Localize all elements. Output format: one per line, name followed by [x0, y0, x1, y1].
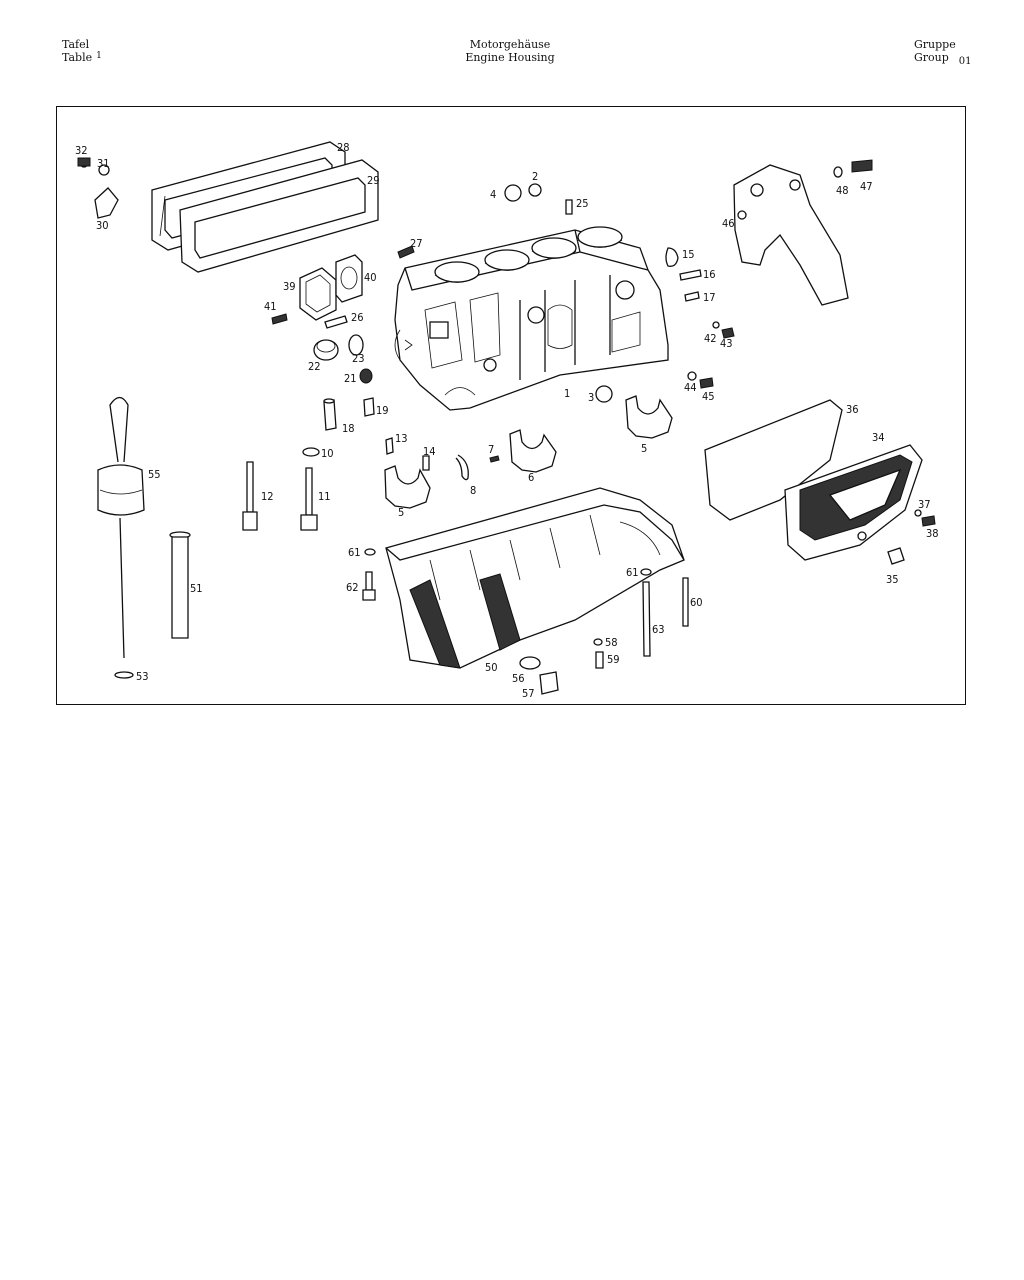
- callout-label: 7: [488, 443, 494, 456]
- callout-label: 48: [836, 184, 849, 197]
- callout-label: 35: [886, 573, 899, 586]
- callout-label: 5: [641, 442, 647, 455]
- callout-label: 61: [348, 546, 361, 559]
- callout-label: 13: [395, 432, 408, 445]
- callout-label: 23: [352, 352, 365, 365]
- dowel-pins: [323, 397, 375, 431]
- callout-label: 44: [684, 381, 697, 394]
- callout-label: 5: [398, 506, 404, 519]
- bracket-part: [77, 157, 119, 219]
- callout-label: 19: [376, 404, 389, 417]
- callout-label: 18: [342, 422, 355, 435]
- callout-label: 42: [704, 332, 717, 345]
- table-label-en: Table: [62, 51, 93, 64]
- dipstick-tube: [169, 531, 191, 639]
- end-plate-part: [733, 159, 873, 306]
- callout-label: 47: [860, 180, 873, 193]
- callout-label: 63: [652, 623, 665, 636]
- callout-label: 31: [97, 157, 110, 170]
- group-label-en: Group: [914, 51, 949, 64]
- callout-label: 26: [351, 311, 364, 324]
- callout-label: 40: [364, 271, 377, 284]
- callout-label: 34: [872, 431, 885, 444]
- callout-label: 37: [918, 498, 931, 511]
- callout-label: 4: [490, 188, 496, 201]
- callout-label: 16: [703, 268, 716, 281]
- callout-label: 57: [522, 687, 535, 700]
- callout-label: 14: [423, 445, 436, 458]
- oil-pan-part: [385, 487, 685, 669]
- callout-label: 58: [605, 636, 618, 649]
- callout-label: 45: [702, 390, 715, 403]
- callout-label: 3: [588, 391, 594, 404]
- group-number-header: Gruppe Group 01: [914, 38, 972, 67]
- callout-label: 46: [722, 217, 735, 230]
- cover-fittings: [887, 509, 936, 565]
- core-plugs: [504, 183, 613, 403]
- callout-label: 6: [528, 471, 534, 484]
- callout-label: 8: [470, 484, 476, 497]
- callout-labels: 1 2 3 4 5 5 6 7 8 10 11 12 13 14 15 16 1…: [75, 141, 939, 700]
- callout-label: 28: [337, 141, 350, 154]
- callout-label: 59: [607, 653, 620, 666]
- callout-label: 21: [344, 372, 357, 385]
- callout-label: 38: [926, 527, 939, 540]
- group-label-de: Gruppe: [914, 38, 956, 51]
- callout-label: 50: [485, 661, 498, 674]
- side-cover-part: [151, 141, 379, 273]
- callout-label: 43: [720, 337, 733, 350]
- bearing-caps: [384, 395, 673, 509]
- callout-label: 55: [148, 468, 161, 481]
- group-number: 01: [958, 56, 972, 67]
- callout-label: 30: [96, 219, 109, 232]
- callout-label: 39: [283, 280, 296, 293]
- callout-label: 53: [136, 670, 149, 683]
- small-fasteners: [271, 199, 735, 389]
- callout-label: 32: [75, 144, 88, 157]
- callout-label: 12: [261, 490, 274, 503]
- filler-plug-part: [313, 334, 373, 384]
- callout-label: 41: [264, 300, 277, 313]
- callout-label: 15: [682, 248, 695, 261]
- head-studs: [242, 447, 320, 531]
- callout-label: 11: [318, 490, 331, 503]
- callout-label: 29: [367, 174, 380, 187]
- callout-label: 62: [346, 581, 359, 594]
- table-label-de: Tafel: [62, 38, 90, 51]
- title-de: Motorgehäuse: [469, 38, 551, 51]
- table-number: 1: [96, 51, 102, 61]
- callout-label: 10: [321, 447, 334, 460]
- callout-label: 56: [512, 672, 525, 685]
- pan-bolts: [362, 548, 689, 669]
- callout-label: 36: [846, 403, 859, 416]
- page-title: Motorgehäuse Engine Housing: [440, 38, 580, 64]
- callout-label: 51: [190, 582, 203, 595]
- callout-label: 61: [626, 566, 639, 579]
- callout-label: 17: [703, 291, 716, 304]
- title-en: Engine Housing: [465, 51, 555, 64]
- engine-block-part: [394, 226, 669, 411]
- callout-label: 2: [532, 170, 538, 183]
- dipstick-part: [97, 396, 145, 679]
- callout-label: 22: [308, 360, 321, 373]
- callout-label: 1: [564, 387, 570, 400]
- small-plates: [299, 254, 363, 321]
- callout-label: 27: [410, 237, 423, 250]
- callout-label: 25: [576, 197, 589, 210]
- diagram-frame: [56, 106, 966, 705]
- timing-cover-part: [704, 399, 923, 561]
- drain-plug: [519, 656, 559, 695]
- callout-label: 60: [690, 596, 703, 609]
